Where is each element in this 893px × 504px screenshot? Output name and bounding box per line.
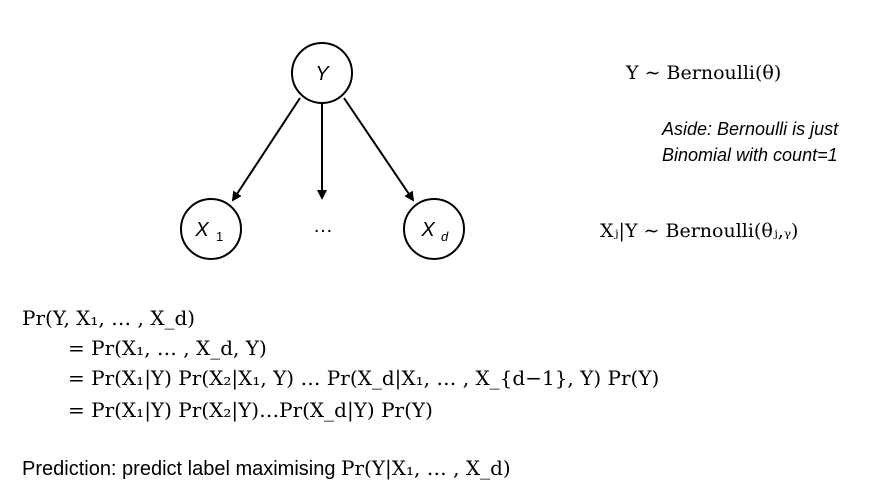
node-xd: X d — [403, 198, 465, 260]
node-x1-label: X — [194, 219, 209, 241]
xj-distribution: Xⱼ|Y ∼ Bernoulli(θⱼ,ᵧ) — [600, 220, 799, 242]
ellipsis: … — [313, 215, 333, 237]
prediction-text: Prediction: predict label maximising — [22, 458, 342, 480]
aside-note: Aside: Bernoulli is just Binomial with c… — [662, 116, 838, 168]
aside-line-1: Aside: Bernoulli is just — [662, 119, 839, 139]
node-y: Y — [291, 42, 353, 104]
derivation-line-1: Pr(Y, X₁, … , X_d) — [22, 306, 196, 330]
aside-line-2: Binomial with count=1 — [662, 145, 838, 165]
node-xd-subscript: d — [441, 229, 449, 244]
derivation-line-3: = Pr(X₁|Y) Pr(X₂|X₁, Y) … Pr(X_d|X₁, … ,… — [68, 366, 660, 390]
node-y-label: Y — [315, 63, 330, 85]
edge-y-xd — [343, 97, 415, 202]
prediction-statement: Prediction: predict label maximising Pr(… — [22, 456, 511, 481]
naive-bayes-graph: Y X 1 … X d — [180, 42, 465, 260]
node-x1-subscript: 1 — [216, 229, 223, 244]
derivation-line-4: = Pr(X₁|Y) Pr(X₂|Y)…Pr(X_d|Y) Pr(Y) — [68, 398, 433, 422]
derivation-line-2: = Pr(X₁, … , X_d, Y) — [68, 336, 267, 360]
prediction-formula: Pr(Y|X₁, … , X_d) — [341, 456, 511, 480]
y-distribution: Y ∼ Bernoulli(θ) — [626, 62, 782, 84]
node-x1: X 1 — [180, 198, 242, 260]
edge-y-x1 — [231, 97, 301, 202]
node-xd-label: X — [420, 219, 435, 241]
